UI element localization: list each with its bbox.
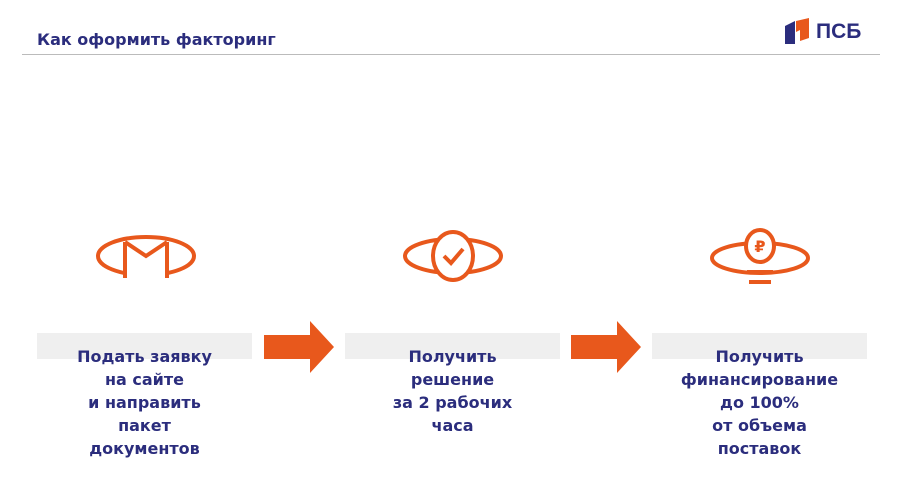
psb-logo-icon <box>785 18 809 44</box>
svg-text:₽: ₽ <box>754 237 765 256</box>
checkmark-icon <box>403 230 503 282</box>
arrow-right-icon <box>264 321 334 373</box>
page-title: Как оформить факторинг <box>37 30 276 49</box>
step-line: от объема <box>712 416 807 435</box>
step-line: на сайте <box>104 370 185 389</box>
step-2-bar <box>345 333 560 359</box>
step-line: часа <box>431 416 474 435</box>
step-line: пакет <box>118 416 171 435</box>
psb-logo: ПСБ <box>783 18 861 46</box>
step-3-bar <box>652 333 867 359</box>
step-line: за 2 рабочих <box>392 393 513 412</box>
step-3-text: Получить финансирование до 100% от объем… <box>652 345 867 460</box>
step-1-text: Подать заявку на сайте и направить пакет… <box>37 345 252 460</box>
step-2-text: Получить решение за 2 рабочих часа <box>345 345 560 437</box>
step-line: до 100% <box>720 393 799 412</box>
step-line: решение <box>410 370 495 389</box>
step-line: документов <box>89 439 200 458</box>
step-line: Получить <box>408 347 497 366</box>
arrow-right-icon <box>571 321 641 373</box>
envelope-icon <box>96 235 196 280</box>
step-line: Подать заявку <box>77 347 212 366</box>
ruble-coin-icon: ₽ <box>710 228 810 284</box>
step-line: финансирование <box>680 370 839 389</box>
step-line: поставок <box>717 439 802 458</box>
logo-text: ПСБ <box>816 20 862 43</box>
step-line: и направить <box>88 393 201 412</box>
step-1-bar <box>37 333 252 359</box>
step-line: Получить <box>715 347 804 366</box>
divider <box>22 54 880 55</box>
